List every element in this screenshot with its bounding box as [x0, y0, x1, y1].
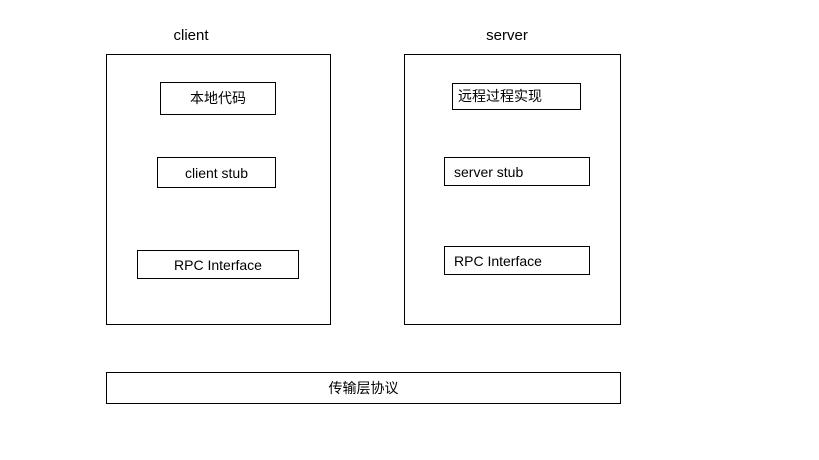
server-rpc-interface-label: RPC Interface — [454, 252, 542, 269]
client-rpc-interface-label: RPC Interface — [174, 256, 262, 273]
client-local-code-label: 本地代码 — [190, 90, 246, 107]
server-group-label: server — [486, 27, 528, 44]
server-remote-procedure-impl-box[interactable]: 远程过程实现 — [452, 83, 581, 110]
transport-layer-protocol-label: 传输层协议 — [328, 381, 399, 397]
client-local-code-box[interactable]: 本地代码 — [160, 82, 276, 115]
client-group-label: client — [173, 27, 209, 44]
server-rpc-interface-box[interactable]: RPC Interface — [444, 246, 590, 275]
server-stub-box[interactable]: server stub — [444, 157, 590, 186]
server-remote-procedure-impl-label: 远程过程实现 — [458, 88, 542, 105]
server-stub-label: server stub — [454, 163, 524, 180]
client-rpc-interface-box[interactable]: RPC Interface — [137, 250, 299, 279]
client-stub-box[interactable]: client stub — [157, 157, 276, 188]
client-stub-label: client stub — [184, 164, 249, 181]
transport-layer-protocol-box[interactable]: 传输层协议 — [106, 372, 621, 404]
